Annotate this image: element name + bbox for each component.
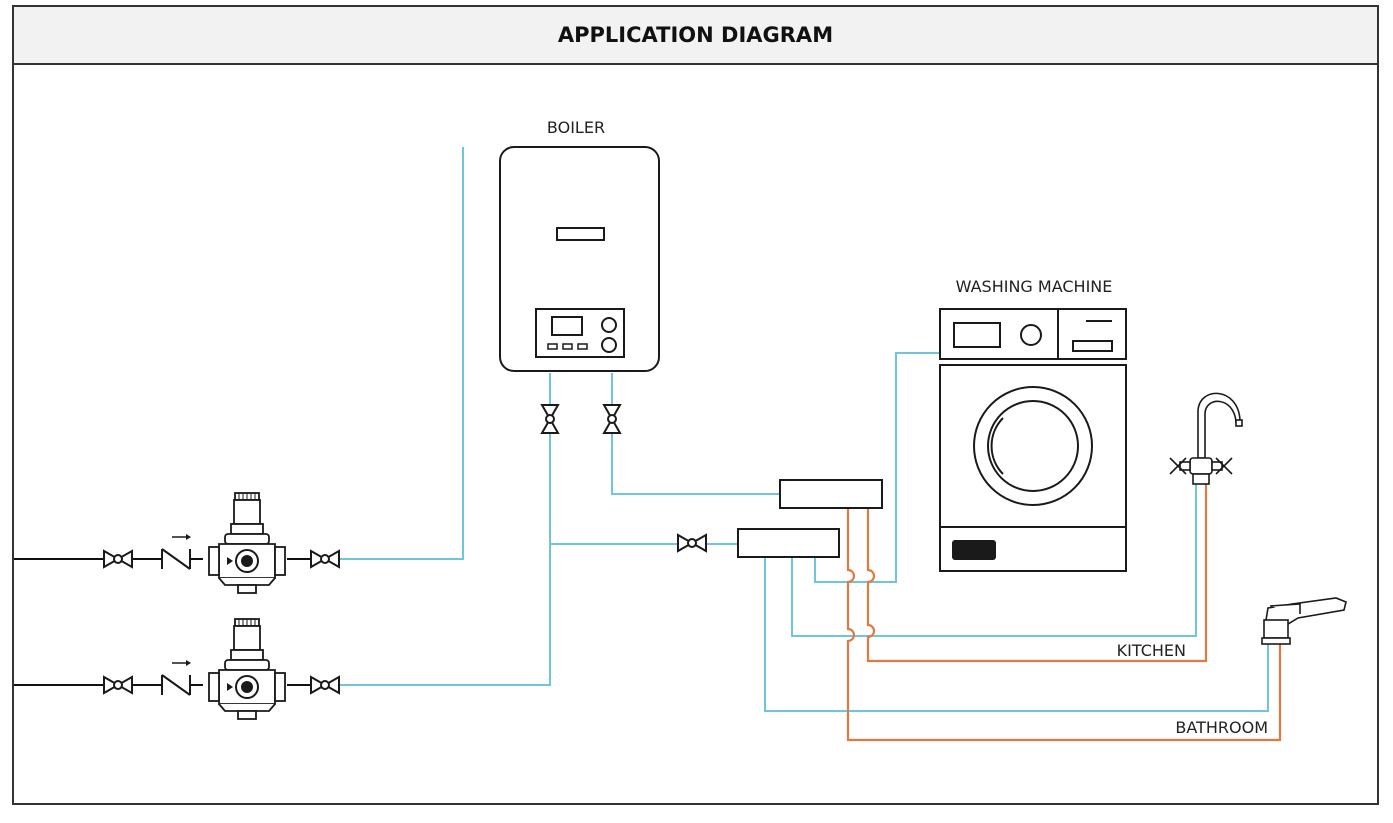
washing-machine-label: WASHING MACHINE — [956, 277, 1113, 296]
washing-machine-icon — [939, 308, 1127, 572]
manifold-icon — [737, 528, 840, 558]
hot-water-pipes — [846, 484, 1282, 742]
ball-valve-icon — [603, 404, 621, 434]
check-valve-icon — [161, 659, 192, 696]
kitchen-label: KITCHEN — [1117, 641, 1186, 660]
check-valve-icon — [161, 533, 192, 570]
cold-water-pipes — [340, 147, 1269, 712]
kitchen-faucet-icon — [1169, 392, 1243, 485]
pressure-reducing-valve-icon — [208, 492, 286, 594]
ball-valve-icon — [310, 676, 340, 694]
bathroom-faucet-icon — [1261, 597, 1347, 645]
bathroom-label: BATHROOM — [1175, 718, 1268, 737]
manifold-icon — [779, 479, 883, 509]
boiler-icon — [499, 146, 660, 372]
page-title: APPLICATION DIAGRAM — [557, 23, 834, 47]
boiler-label: BOILER — [547, 118, 605, 137]
diagram-header: APPLICATION DIAGRAM — [14, 7, 1377, 65]
pressure-reducing-valve-icon — [208, 618, 286, 720]
ball-valve-icon — [677, 534, 707, 552]
ball-valve-icon — [103, 550, 133, 568]
ball-valve-icon — [541, 404, 559, 434]
ball-valve-icon — [310, 550, 340, 568]
ball-valve-icon — [103, 676, 133, 694]
